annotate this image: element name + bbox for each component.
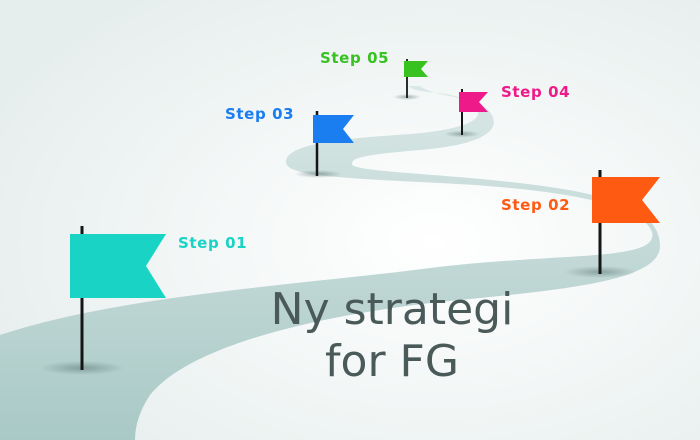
- flag-step-01: [70, 226, 166, 370]
- flag-step-03: [313, 111, 354, 176]
- flag-cloth: [592, 177, 660, 223]
- winding-road: [0, 86, 660, 440]
- page-title: Ny strategi for FG: [232, 284, 552, 388]
- title-line-1: Ny strategi: [270, 284, 514, 335]
- flag-step-02: [592, 170, 660, 274]
- flag-cloth: [404, 61, 428, 77]
- title-line-2: for FG: [325, 336, 459, 387]
- flag-cloth: [313, 115, 354, 143]
- step-02-label: Step 02: [501, 196, 571, 214]
- step-05-label: Step 05: [320, 49, 390, 67]
- flag-step-05: [404, 59, 428, 98]
- step-04-label: Step 04: [501, 83, 571, 101]
- flag-cloth: [70, 234, 166, 298]
- step-03-label: Step 03: [225, 105, 295, 123]
- flag-step-04: [459, 89, 488, 135]
- flag-cloth: [459, 92, 488, 112]
- step-01-label: Step 01: [178, 234, 248, 252]
